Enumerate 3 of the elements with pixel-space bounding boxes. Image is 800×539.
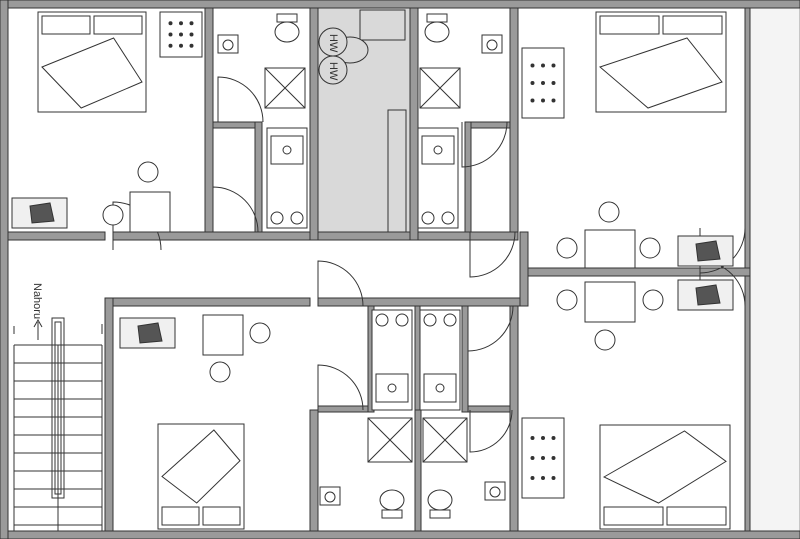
rotated-label: HW [327,62,339,80]
rotated-label: Nahoru [31,283,43,320]
rotated-label: HW [327,34,339,52]
